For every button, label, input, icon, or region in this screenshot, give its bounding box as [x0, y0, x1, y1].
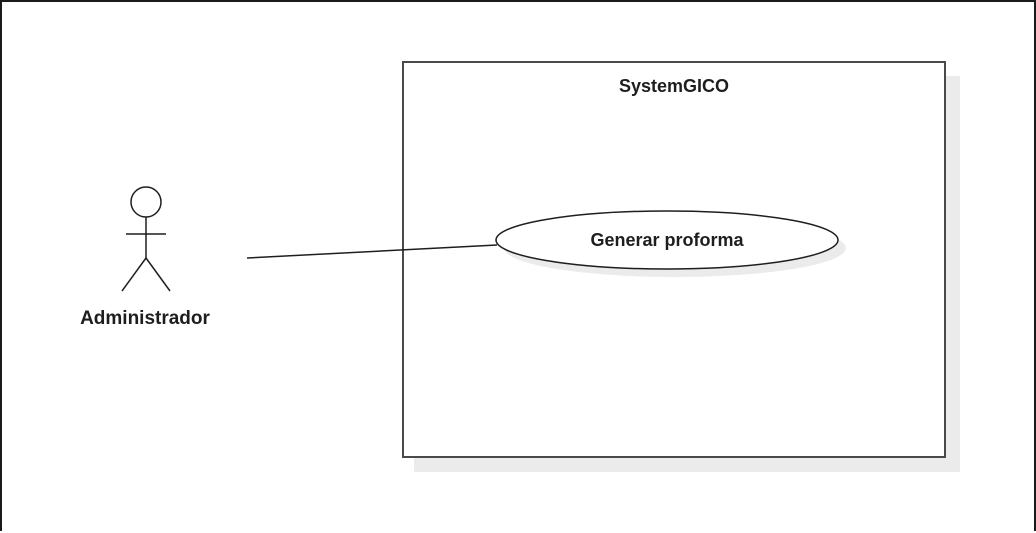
actor-label: Administrador [80, 308, 210, 329]
actor-head [130, 186, 162, 218]
actor-left-leg [121, 257, 147, 292]
association-line[interactable] [246, 244, 498, 259]
system-boundary-title: SystemGICO [618, 76, 730, 96]
use-case-label: Generar proforma [590, 229, 744, 250]
actor-figure[interactable] [121, 186, 171, 292]
use-case-ellipse[interactable] [495, 210, 839, 270]
actor-right-leg [145, 257, 171, 292]
